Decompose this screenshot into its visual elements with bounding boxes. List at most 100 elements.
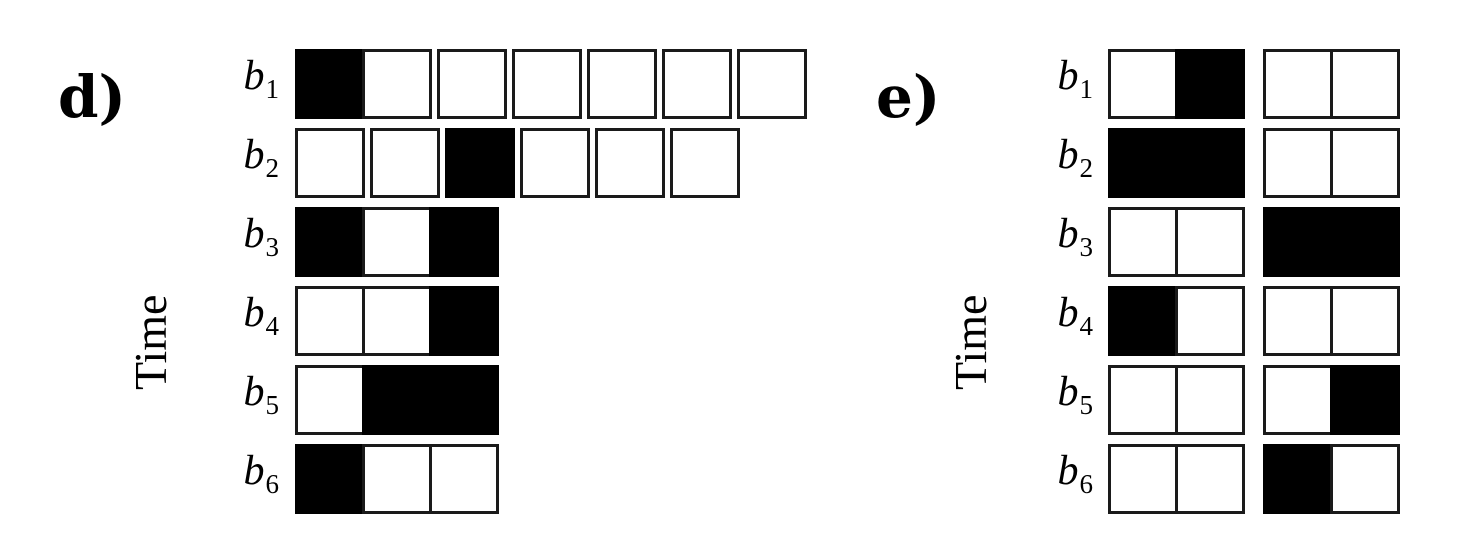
cell-filled[interactable]: [295, 444, 365, 514]
row-label-base: b: [243, 369, 265, 415]
cell-empty[interactable]: [737, 49, 807, 119]
row-label-b5-e: b5: [1000, 369, 1094, 419]
cell-group: [520, 128, 590, 198]
row-label-subscript: 5: [265, 390, 280, 420]
cell-group: [1108, 365, 1245, 435]
row-label-base: b: [1057, 448, 1079, 494]
cell-filled[interactable]: [429, 286, 499, 356]
row-label-b3-e: b3: [1000, 211, 1094, 261]
row-label-b5-d: b5: [186, 369, 280, 419]
row-label-base: b: [1057, 132, 1079, 178]
cell-filled[interactable]: [362, 365, 432, 435]
row-label-subscript: 4: [1079, 311, 1094, 341]
cell-empty[interactable]: [295, 286, 365, 356]
row-label-b2-d: b2: [186, 134, 280, 182]
row-label-base: b: [243, 211, 265, 257]
panel-letter-d: d): [58, 63, 126, 131]
cell-group: [1108, 444, 1245, 514]
cell-group: [295, 49, 432, 119]
cell-filled[interactable]: [1263, 207, 1333, 277]
row-label-base: b: [243, 53, 265, 99]
cell-filled[interactable]: [1108, 286, 1178, 356]
row-label-b6-d: b6: [186, 448, 280, 498]
cell-group: [1263, 444, 1400, 514]
cell-empty[interactable]: [662, 49, 732, 119]
cell-filled[interactable]: [429, 207, 499, 277]
cell-filled[interactable]: [1330, 207, 1400, 277]
cell-empty[interactable]: [362, 444, 432, 514]
row-label-b1-e: b1: [1000, 55, 1094, 103]
cell-group: [1108, 49, 1245, 119]
cell-empty[interactable]: [1108, 365, 1178, 435]
cell-empty[interactable]: [670, 128, 740, 198]
cell-group: [1108, 207, 1245, 277]
cell-empty[interactable]: [512, 49, 582, 119]
row-label-subscript: 1: [265, 74, 280, 104]
row-label-base: b: [1057, 211, 1079, 257]
cell-empty[interactable]: [520, 128, 590, 198]
row-label-base: b: [243, 448, 265, 494]
cell-filled[interactable]: [295, 49, 365, 119]
cell-empty[interactable]: [1330, 128, 1400, 198]
cell-empty[interactable]: [1108, 207, 1178, 277]
cell-empty[interactable]: [370, 128, 440, 198]
cell-group: [1263, 286, 1400, 356]
row-label-b4-e: b4: [1000, 290, 1094, 340]
cell-empty[interactable]: [429, 444, 499, 514]
cell-group: [295, 128, 365, 198]
cell-empty[interactable]: [1330, 286, 1400, 356]
cell-group: [737, 49, 807, 119]
cell-empty[interactable]: [295, 365, 365, 435]
cell-filled[interactable]: [1175, 49, 1245, 119]
cell-filled[interactable]: [445, 128, 515, 198]
cell-empty[interactable]: [437, 49, 507, 119]
cell-empty[interactable]: [1263, 365, 1333, 435]
panel-letter-e: e): [876, 63, 941, 131]
cell-empty[interactable]: [595, 128, 665, 198]
row-label-subscript: 3: [1079, 232, 1094, 262]
cell-filled[interactable]: [1330, 365, 1400, 435]
cell-group: [370, 128, 440, 198]
row-label-base: b: [1057, 290, 1079, 336]
row-label-subscript: 5: [1079, 390, 1094, 420]
cell-empty[interactable]: [362, 207, 432, 277]
axis-label-time-d: Time: [125, 294, 176, 390]
cell-filled[interactable]: [429, 365, 499, 435]
cell-empty[interactable]: [1263, 286, 1333, 356]
row-label-base: b: [1057, 369, 1079, 415]
row-label-base: b: [243, 290, 265, 336]
cell-empty[interactable]: [1108, 49, 1178, 119]
cell-group: [1263, 365, 1400, 435]
cell-empty[interactable]: [587, 49, 657, 119]
cell-empty[interactable]: [1263, 49, 1333, 119]
cell-filled[interactable]: [1175, 128, 1245, 198]
cell-empty[interactable]: [1175, 444, 1245, 514]
cell-filled[interactable]: [295, 207, 365, 277]
row-label-subscript: 2: [265, 153, 280, 183]
cell-group: [1263, 49, 1400, 119]
cell-empty[interactable]: [1263, 128, 1333, 198]
row-label-subscript: 1: [1079, 74, 1094, 104]
cell-empty[interactable]: [1108, 444, 1178, 514]
cell-group: [595, 128, 665, 198]
row-label-subscript: 4: [265, 311, 280, 341]
cell-empty[interactable]: [362, 286, 432, 356]
row-label-subscript: 6: [265, 469, 280, 499]
cell-filled[interactable]: [1263, 444, 1333, 514]
cell-empty[interactable]: [1330, 444, 1400, 514]
cell-empty[interactable]: [1175, 207, 1245, 277]
cell-group: [437, 49, 507, 119]
cell-group: [587, 49, 657, 119]
cell-filled[interactable]: [1108, 128, 1178, 198]
cell-empty[interactable]: [1175, 365, 1245, 435]
cell-group: [445, 128, 515, 198]
cell-empty[interactable]: [1330, 49, 1400, 119]
cell-empty[interactable]: [362, 49, 432, 119]
row-label-subscript: 2: [1079, 153, 1094, 183]
cell-group: [1108, 128, 1245, 198]
row-label-b3-d: b3: [186, 211, 280, 261]
cell-empty[interactable]: [295, 128, 365, 198]
row-label-b2-e: b2: [1000, 132, 1094, 182]
cell-empty[interactable]: [1175, 286, 1245, 356]
